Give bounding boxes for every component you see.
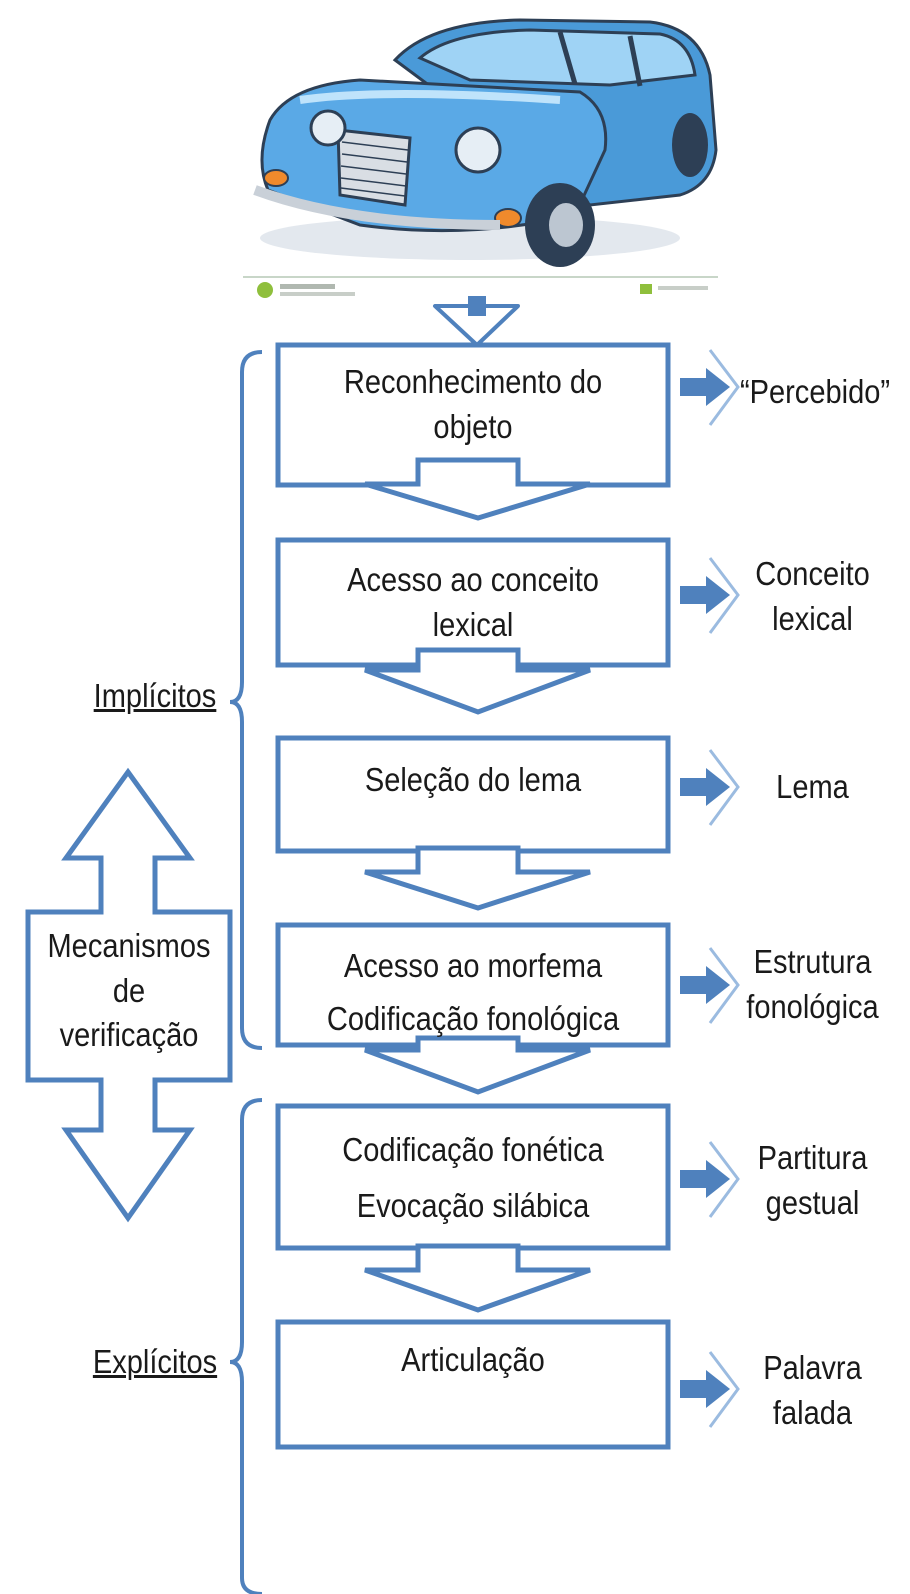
stage-6-line-1: Articulação [401, 1341, 545, 1378]
output-arrows [680, 349, 740, 1428]
stage-5-text: Codificação fonética Evocação silábica [301, 1122, 644, 1234]
brace-implicit [229, 350, 263, 1050]
output-5-line-2: gestual [765, 1183, 860, 1221]
output-2-line-2: lexical [772, 599, 853, 637]
stage-5-line-1: Codificação fonética [342, 1131, 604, 1168]
down-arrow-icon [364, 647, 591, 715]
output-5: Partitura gestual [731, 1136, 894, 1225]
output-5-line-1: Partitura [757, 1139, 868, 1176]
stage-4-line-2: Codificação fonológica [326, 999, 620, 1037]
stage-4-line-1: Acesso ao morfema [343, 947, 603, 984]
stage-box-2 [275, 537, 671, 668]
stage-box-5 [275, 1103, 671, 1251]
group-label-implicit: Implícitos [93, 677, 217, 714]
verification-line-1: Mecanismos [47, 927, 211, 964]
stage-box-6 [275, 1319, 671, 1450]
output-6-line-1: Palavra [763, 1349, 862, 1386]
output-1-line-1: “Percebido” [739, 373, 891, 410]
stage-4-text: Acesso ao morfema Codificação fonológica [301, 940, 644, 1046]
verification-line-3: verificação [59, 1016, 199, 1054]
stage-6-text: Articulação [301, 1338, 644, 1383]
stage-3-line-1: Seleção do lema [364, 761, 582, 798]
stage-5-line-2: Evocação silábica [356, 1187, 590, 1225]
stage-box-4 [275, 922, 671, 1048]
output-6: Palavra falada [731, 1346, 894, 1435]
stage-1-text: Reconhecimento do objeto [301, 360, 644, 449]
stage-2-text: Acesso ao conceito lexical [301, 558, 644, 647]
down-arrow-icon [364, 845, 591, 911]
car-illustration [243, 0, 718, 305]
output-4-line-2: fonológica [746, 987, 879, 1025]
verification-label: Mecanismos de verificação [40, 924, 218, 1058]
verification-double-arrow [25, 767, 233, 1223]
down-arrow-icon [364, 1243, 591, 1313]
output-3-line-1: Lema [776, 768, 849, 805]
brace-explicit [229, 1098, 263, 1594]
group-label-explicit: Explícitos [92, 1343, 218, 1380]
stage-2-line-1: Acesso ao conceito [347, 561, 599, 598]
stage-3-text: Seleção do lema [301, 758, 644, 803]
output-4: Estrutura fonológica [731, 940, 894, 1029]
stage-1-line-2: objeto [433, 407, 513, 445]
output-6-line-2: falada [772, 1393, 853, 1431]
output-2: Conceito lexical [731, 552, 894, 641]
down-arrow-icon [364, 457, 591, 521]
verification-line-2: de [112, 971, 146, 1009]
down-arrow-icon [364, 1035, 591, 1095]
output-2-line-1: Conceito [755, 555, 870, 592]
top-down-arrow-icon [433, 296, 520, 347]
output-3: Lema [731, 765, 894, 810]
stage-1-line-1: Reconhecimento do [343, 363, 603, 400]
stage-2-line-2: lexical [432, 605, 514, 643]
output-4-line-1: Estrutura [753, 943, 872, 980]
output-1: “Percebido” [731, 370, 898, 415]
